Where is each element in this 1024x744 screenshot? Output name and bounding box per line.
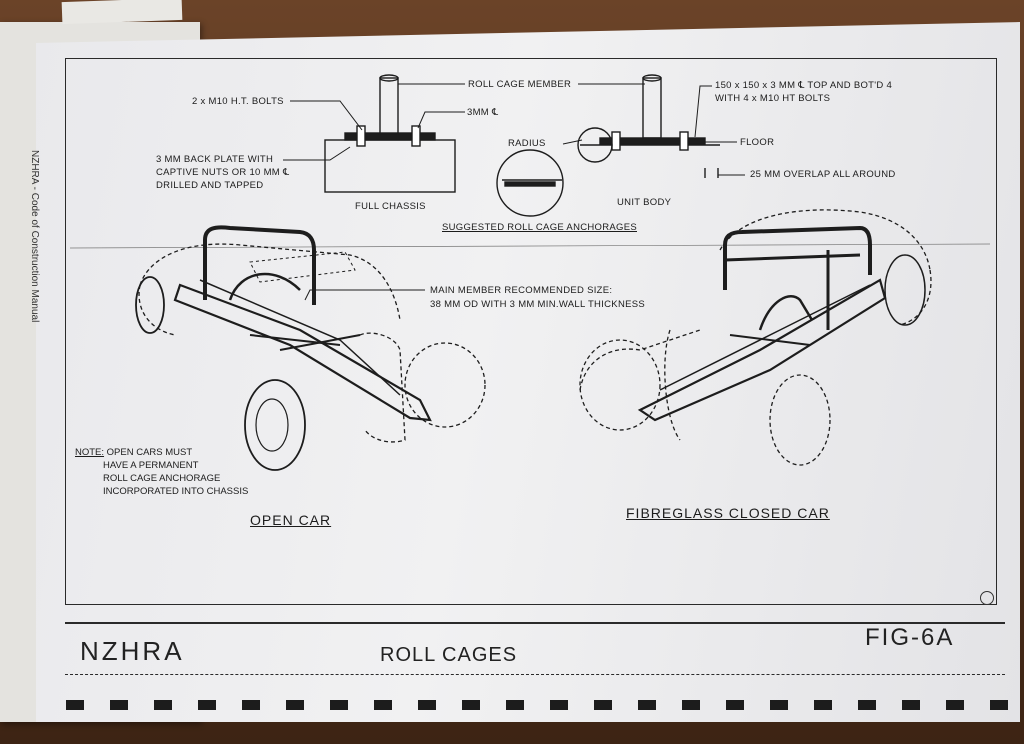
title-block-figure: FIG-6A — [865, 624, 955, 651]
note-block: NOTE: OPEN CARS MUST HAVE A PERMANENT RO… — [75, 446, 248, 498]
full-chassis-detail — [324, 74, 456, 193]
label-back-plate-3: DRILLED AND TAPPED — [156, 180, 264, 191]
caption-closed-car: FIBREGLASS CLOSED CAR — [626, 505, 830, 521]
label-back-plate-1: 3 MM BACK PLATE WITH — [156, 154, 274, 165]
main-member-line-1: MAIN MEMBER RECOMMENDED SIZE: — [430, 285, 613, 296]
label-bolts: 2 x M10 H.T. BOLTS — [192, 96, 284, 107]
closed-car-illustration — [579, 209, 932, 466]
label-top-plate-2: WITH 4 x M10 HT BOLTS — [715, 93, 831, 104]
unit-body-detail — [496, 74, 720, 217]
note-line-2: HAVE A PERMANENT — [103, 460, 199, 471]
label-floor: FLOOR — [740, 137, 775, 148]
note-prefix: NOTE: — [75, 447, 105, 458]
note-line-3: ROLL CAGE ANCHORAGE — [103, 473, 221, 484]
label-3mm-plate: 3MM ℄ — [467, 107, 499, 118]
note-line-4: INCORPORATED INTO CHASSIS — [103, 486, 249, 497]
title-block-organization: NZHRA — [80, 636, 185, 666]
main-member-line-2: 38 MM OD WITH 3 MM MIN.WALL THICKNESS — [430, 299, 646, 310]
drawing-sheet — [36, 22, 1020, 722]
anchorages-heading: SUGGESTED ROLL CAGE ANCHORAGES — [442, 222, 637, 233]
drawing-border — [65, 58, 997, 605]
caption-full-chassis: FULL CHASSIS — [355, 201, 426, 212]
label-overlap: 25 MM OVERLAP ALL AROUND — [750, 169, 896, 180]
label-roll-cage-member: ROLL CAGE MEMBER — [468, 79, 572, 90]
title-block — [65, 622, 1005, 675]
title-block-title: ROLL CAGES — [380, 644, 518, 666]
label-back-plate-2: CAPTIVE NUTS OR 10 MM ℄ — [156, 167, 290, 178]
bottom-dashed-rule — [66, 700, 1016, 710]
caption-open-car: OPEN CAR — [250, 512, 332, 528]
open-car-illustration — [135, 225, 486, 471]
caption-unit-body: UNIT BODY — [617, 197, 672, 208]
note-line-1: OPEN CARS MUST — [106, 447, 193, 458]
label-radius: RADIUS — [508, 138, 546, 149]
corner-circle-mark — [980, 591, 994, 605]
label-top-plate-1: 150 x 150 x 3 MM ℄ TOP AND BOT'D 4 — [715, 80, 893, 91]
